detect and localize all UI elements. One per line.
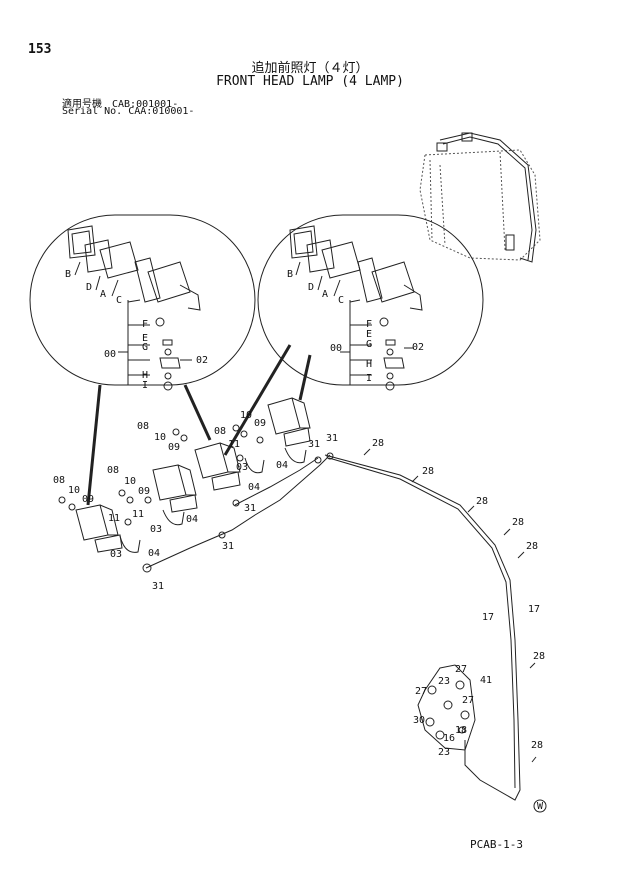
callout-10: 10 <box>68 485 80 496</box>
callout-11: 11 <box>108 513 120 524</box>
callout-08: 08 <box>107 465 119 476</box>
callout-02: 02 <box>196 355 208 366</box>
pointer-left-a <box>86 384 102 506</box>
callout-09: 09 <box>82 494 94 505</box>
callout-11: 11 <box>132 509 144 520</box>
callout-H: H <box>142 370 148 381</box>
callout-27: 27 <box>415 686 427 697</box>
callout-F: F <box>366 319 372 330</box>
serial-line-jp: 適用号機 CAB:001001- <box>62 99 179 110</box>
callout-G: G <box>366 339 372 350</box>
callout-31: 31 <box>308 439 320 450</box>
callout-I: I <box>142 380 148 391</box>
w-symbol-label: W <box>537 801 544 812</box>
callout-04: 04 <box>148 548 160 559</box>
callout-27: 27 <box>462 695 474 706</box>
callout-03: 03 <box>236 462 248 473</box>
callout-E: E <box>142 333 148 344</box>
callout-31: 31 <box>222 541 234 552</box>
cab-outline <box>419 149 541 261</box>
callout-03: 03 <box>150 524 162 535</box>
callout-B: B <box>287 269 293 280</box>
footer-code: PCAB-1-3 <box>470 838 523 851</box>
callout-04: 04 <box>276 460 288 471</box>
callout-28: 28 <box>422 466 434 477</box>
callout-28: 28 <box>531 740 543 751</box>
harness-lower <box>145 454 331 569</box>
clamp-2 <box>162 509 185 526</box>
callout-03: 03 <box>110 549 122 560</box>
pointer-left-b <box>183 384 212 441</box>
callout-A: A <box>100 289 106 300</box>
page-number: 153 <box>28 42 52 57</box>
callout-17: 17 <box>482 612 494 623</box>
callout-11: 11 <box>228 439 240 450</box>
callout-08: 08 <box>137 421 149 432</box>
lamp-unit-1 <box>75 504 123 553</box>
callout-02: 02 <box>412 342 424 353</box>
cable-clips <box>363 448 537 763</box>
callout-10: 10 <box>124 476 136 487</box>
callout-labels: B D A C F E G 00 02 H I B D A C F E G 00… <box>53 269 545 812</box>
callout-10: 10 <box>240 410 252 421</box>
clamp-1 <box>119 535 141 553</box>
callout-04: 04 <box>248 482 260 493</box>
callout-27: 27 <box>455 664 467 675</box>
callout-H: H <box>366 359 372 370</box>
callout-D: D <box>86 282 92 293</box>
hardware-bolts <box>58 424 264 526</box>
lamp-unit-2 <box>152 464 198 513</box>
callout-F: F <box>142 319 148 330</box>
callout-28: 28 <box>512 517 524 528</box>
cab-rail <box>436 132 537 263</box>
callout-C: C <box>116 295 122 306</box>
page-title-en: FRONT HEAD LAMP (4 LAMP) <box>216 74 404 89</box>
callout-I: I <box>366 373 372 384</box>
callout-09: 09 <box>254 418 266 429</box>
callout-16: 16 <box>443 733 455 744</box>
callout-B: B <box>65 269 71 280</box>
lamp-unit-4 <box>267 397 311 447</box>
callout-30: 30 <box>413 715 425 726</box>
pointer-right-a <box>223 344 292 456</box>
callout-18: 18 <box>455 725 467 736</box>
exploded-view-left <box>29 214 256 391</box>
harness-upper <box>234 457 319 506</box>
callout-28: 28 <box>372 438 384 449</box>
main-cable <box>324 454 521 801</box>
callout-C: C <box>338 295 344 306</box>
callout-31: 31 <box>152 581 164 592</box>
callout-08: 08 <box>214 426 226 437</box>
callout-23: 23 <box>438 747 450 758</box>
callout-41: 41 <box>480 675 492 686</box>
callout-23: 23 <box>438 676 450 687</box>
lamp-unit-3 <box>194 442 241 491</box>
callout-00: 00 <box>104 349 116 360</box>
callout-D: D <box>308 282 314 293</box>
callout-10: 10 <box>154 432 166 443</box>
clamp-4 <box>284 447 307 464</box>
callout-31: 31 <box>326 433 338 444</box>
callout-28: 28 <box>526 541 538 552</box>
callout-28: 28 <box>476 496 488 507</box>
callout-31: 31 <box>244 503 256 514</box>
pointer-right-b <box>298 354 312 401</box>
relay-cluster <box>417 664 476 751</box>
callout-E: E <box>366 329 372 340</box>
callout-09: 09 <box>168 442 180 453</box>
callout-04: 04 <box>186 514 198 525</box>
callout-08: 08 <box>53 475 65 486</box>
callout-28: 28 <box>533 651 545 662</box>
clamp-3 <box>244 457 265 474</box>
page-title-jp: 追加前照灯（４灯） <box>251 61 369 76</box>
callout-17: 17 <box>528 604 540 615</box>
exploded-view-right <box>257 214 484 391</box>
callout-00: 00 <box>330 343 342 354</box>
callout-G: G <box>142 342 148 353</box>
serial-line-en: Serial No. CAA:010001- <box>62 106 195 117</box>
callout-09: 09 <box>138 486 150 497</box>
callout-A: A <box>322 289 328 300</box>
